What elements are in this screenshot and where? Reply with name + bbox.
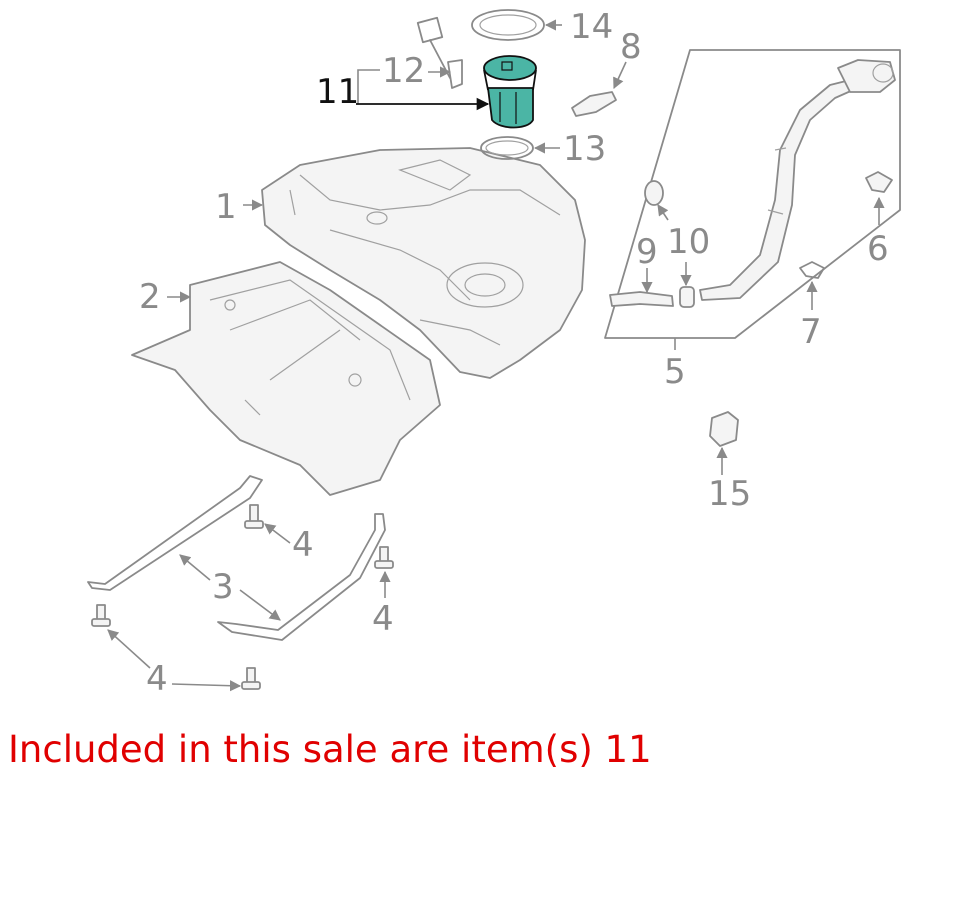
seal-13 [480, 136, 534, 160]
heat-shield [131, 261, 441, 496]
callout-14: 14 [570, 7, 613, 47]
callout-2: 2 [139, 277, 161, 317]
bolt-4 [241, 667, 261, 690]
grommet-6 [865, 171, 893, 193]
callout-4b: 4 [372, 599, 394, 639]
lock-ring-14 [471, 9, 545, 41]
callout-11: 11 [316, 72, 359, 112]
callout-1: 1 [215, 187, 237, 227]
clip-7 [799, 261, 825, 279]
filler-pipe-group [604, 49, 901, 339]
callout-6: 6 [867, 229, 889, 269]
bolt-2 [374, 546, 394, 569]
callout-labels: 1 2 3 4 4 4 5 6 7 8 9 10 11 12 13 14 15 [139, 7, 889, 699]
callout-5: 5 [664, 352, 686, 392]
check-valve-8 [571, 91, 617, 117]
tank-strap-front [87, 475, 263, 591]
callout-3: 3 [212, 567, 234, 607]
parts-diagram: 1 2 3 4 4 4 5 6 7 8 9 10 11 12 13 14 15 [87, 7, 901, 699]
callout-4a: 4 [292, 525, 314, 565]
bolt-3 [91, 604, 111, 627]
sensor-15 [709, 411, 739, 447]
callout-8: 8 [620, 27, 642, 67]
callout-7: 7 [800, 312, 822, 352]
tank-strap-rear [217, 513, 386, 641]
callout-13: 13 [563, 129, 606, 169]
callout-4c: 4 [146, 659, 168, 699]
callout-15: 15 [708, 474, 751, 514]
leader-lines [107, 19, 885, 692]
callout-10: 10 [667, 222, 710, 262]
fuel-tank [261, 147, 586, 379]
bolt-1 [244, 504, 264, 529]
sale-note: Included in this sale are item(s) 11 [8, 728, 652, 771]
callout-9: 9 [636, 232, 658, 272]
fuel-pump-module-11 [483, 55, 537, 129]
callout-12: 12 [382, 51, 425, 91]
